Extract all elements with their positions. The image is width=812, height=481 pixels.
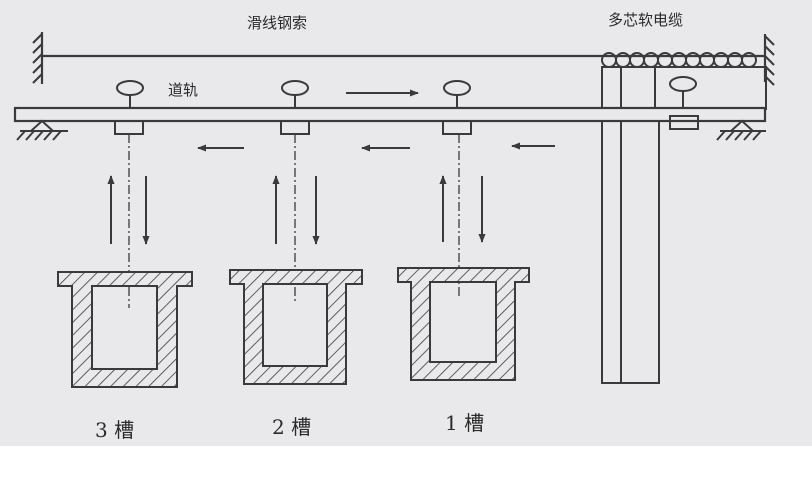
hoist-cable-trolley bbox=[669, 76, 699, 130]
tank-2-label: 2 槽 bbox=[272, 415, 312, 439]
tank-3-label: 3 槽 bbox=[95, 418, 135, 442]
left-rail-support bbox=[16, 119, 68, 141]
right-rail-support bbox=[716, 119, 766, 141]
wire-rope-label: 滑线钢索 bbox=[247, 14, 308, 32]
rail-label: 道轨 bbox=[168, 81, 199, 99]
tank-1-label: 1 槽 bbox=[445, 411, 485, 435]
hoist-1 bbox=[442, 80, 472, 135]
left-wall-anchor bbox=[32, 32, 44, 84]
tank-3-body bbox=[57, 271, 193, 388]
cable-label: 多芯软电缆 bbox=[608, 11, 684, 29]
tank-2-body bbox=[229, 269, 363, 385]
tank-1-body bbox=[397, 267, 530, 381]
rail-beam bbox=[13, 106, 767, 123]
